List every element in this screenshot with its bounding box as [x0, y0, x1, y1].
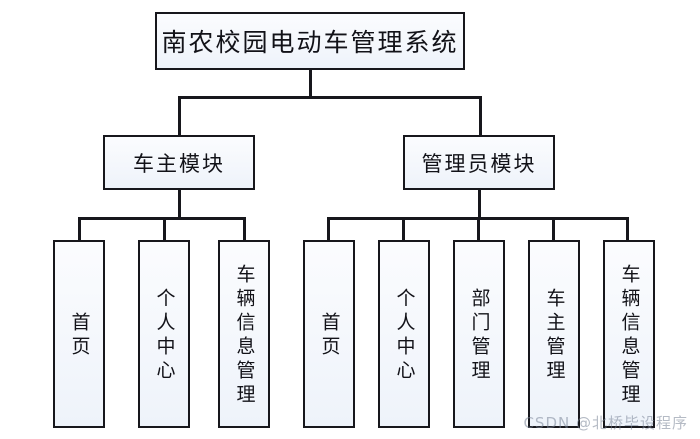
- connector-admin-leaf-2: [402, 217, 405, 241]
- connector-level2-bus: [178, 96, 482, 99]
- node-admin-module[interactable]: 管理员模块: [403, 135, 555, 190]
- connector-owner-leaf-1: [78, 217, 81, 241]
- node-admin-module-label: 管理员模块: [421, 151, 537, 176]
- node-admin-home-label: 首页: [318, 312, 341, 360]
- node-admin-vehicle-info-label: 车辆信息管理: [618, 264, 641, 408]
- connector-owner-leaf-2: [163, 217, 166, 241]
- node-admin-profile[interactable]: 个人中心: [378, 240, 430, 428]
- node-owner-module-label: 车主模块: [133, 151, 225, 176]
- node-root[interactable]: 南农校园电动车管理系统: [155, 12, 465, 70]
- node-admin-profile-label: 个人中心: [393, 288, 416, 384]
- node-admin-home[interactable]: 首页: [303, 240, 355, 428]
- node-admin-department-label: 部门管理: [468, 288, 491, 384]
- connector-root-down: [309, 70, 312, 98]
- connector-to-owner-module: [178, 96, 181, 136]
- connector-admin-down: [478, 190, 481, 219]
- connector-owner-leaf-3: [243, 217, 246, 241]
- node-admin-owner-mgmt[interactable]: 车主管理: [528, 240, 580, 428]
- node-owner-vehicle-info-label: 车辆信息管理: [233, 264, 256, 408]
- connector-admin-leaf-3: [477, 217, 480, 241]
- node-root-label: 南农校园电动车管理系统: [161, 28, 459, 57]
- connector-owner-down: [178, 190, 181, 219]
- node-admin-vehicle-info[interactable]: 车辆信息管理: [603, 240, 655, 428]
- connector-to-admin-module: [479, 96, 482, 136]
- node-owner-home-label: 首页: [68, 312, 91, 360]
- connector-owner-bus: [78, 217, 246, 220]
- node-owner-home[interactable]: 首页: [53, 240, 105, 428]
- node-owner-profile-label: 个人中心: [153, 288, 176, 384]
- connector-admin-leaf-1: [327, 217, 330, 241]
- node-admin-department[interactable]: 部门管理: [453, 240, 505, 428]
- node-owner-vehicle-info[interactable]: 车辆信息管理: [218, 240, 270, 428]
- connector-admin-leaf-5: [626, 217, 629, 241]
- node-owner-profile[interactable]: 个人中心: [138, 240, 190, 428]
- node-admin-owner-mgmt-label: 车主管理: [543, 288, 566, 384]
- connector-admin-leaf-4: [552, 217, 555, 241]
- node-owner-module[interactable]: 车主模块: [103, 135, 255, 190]
